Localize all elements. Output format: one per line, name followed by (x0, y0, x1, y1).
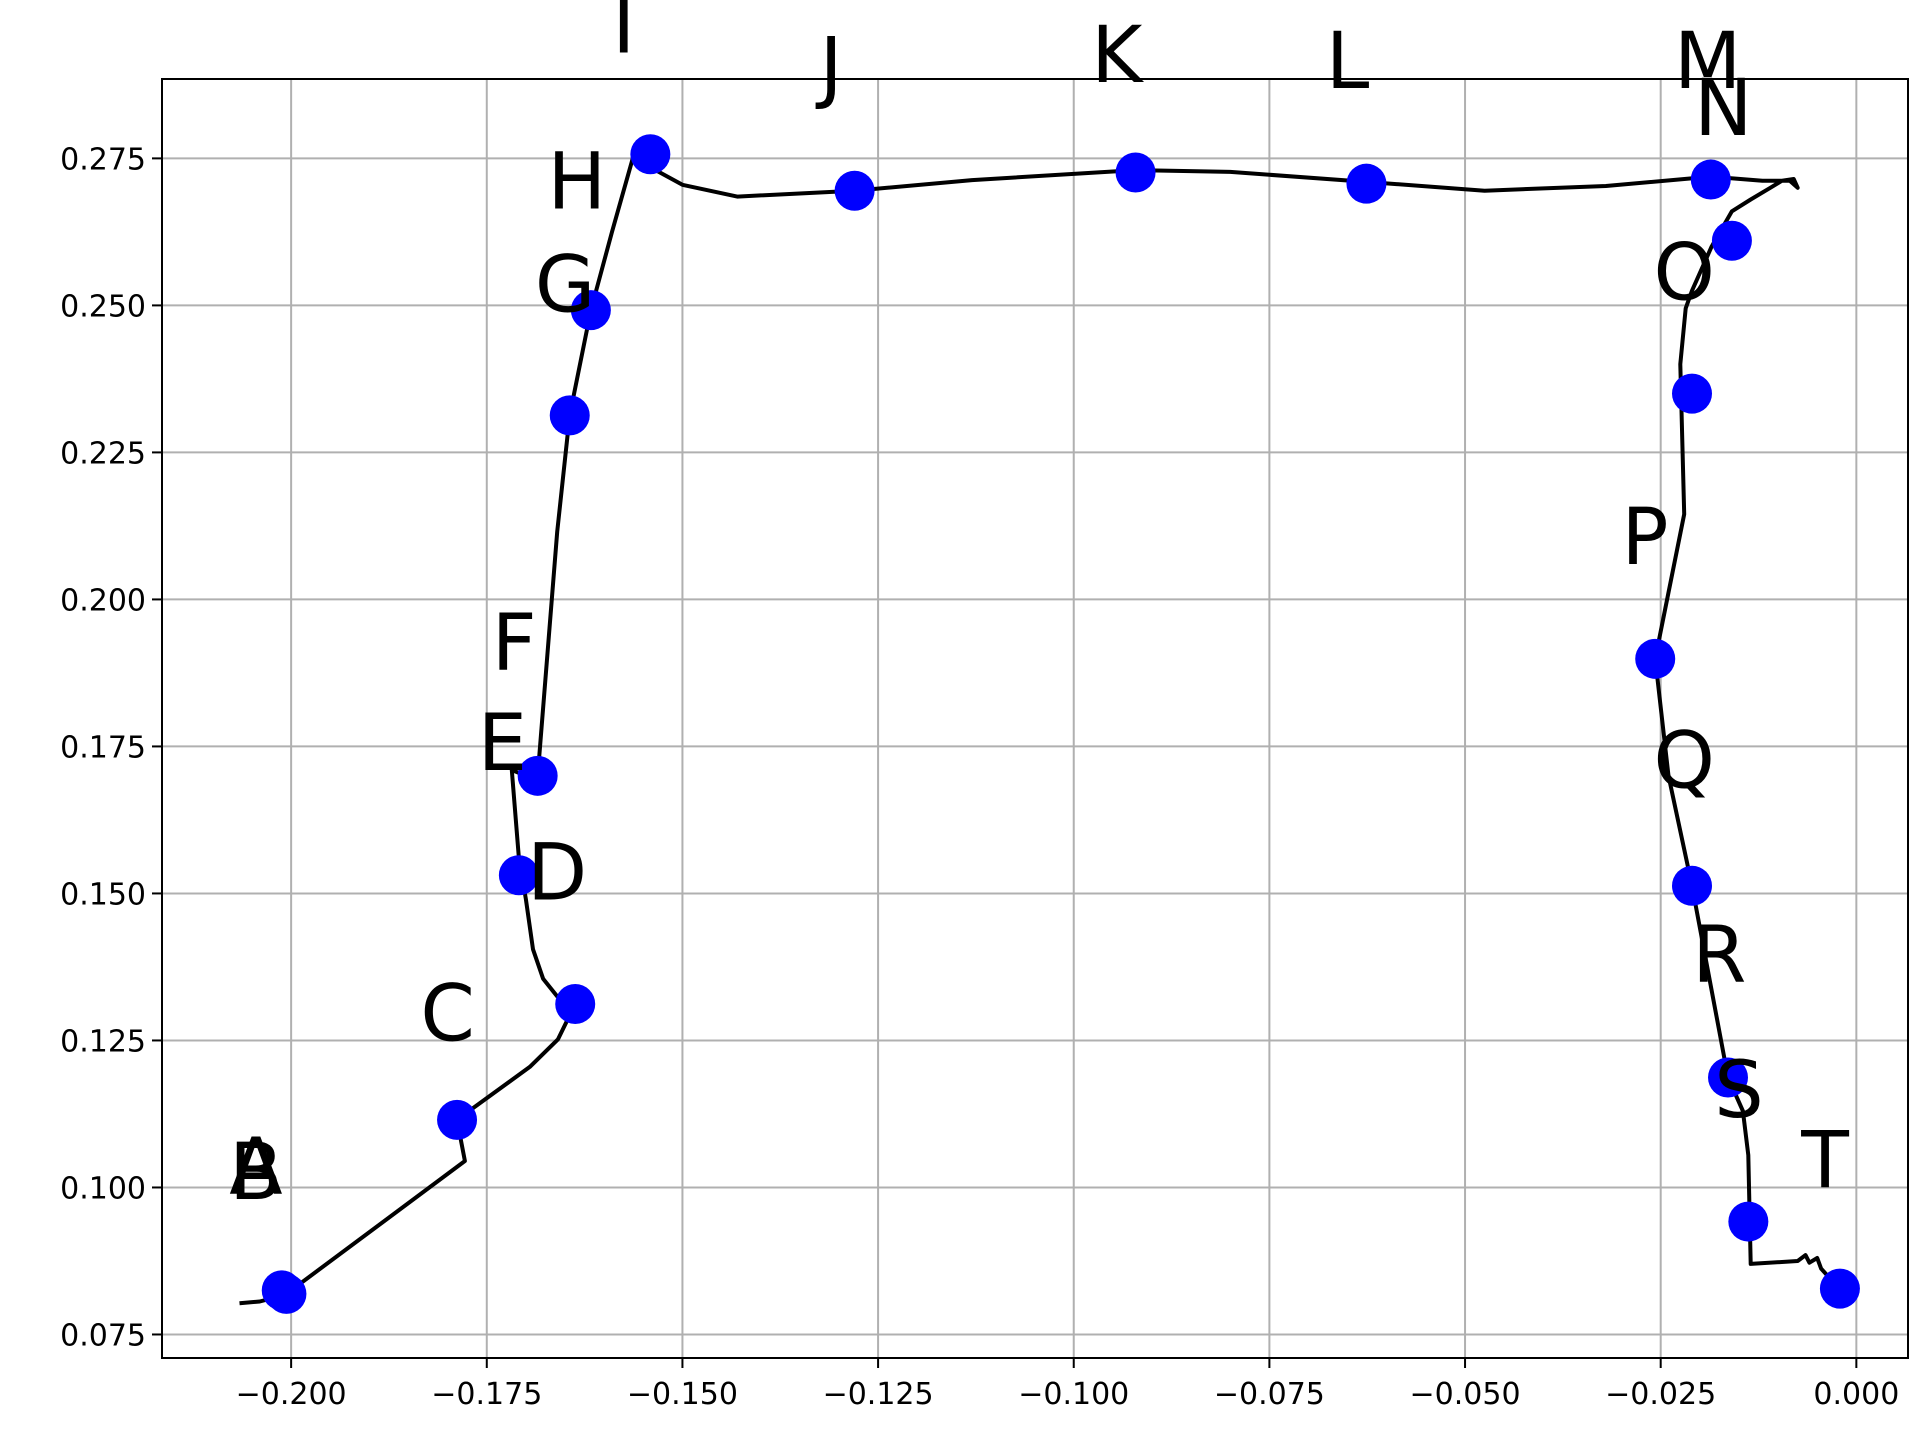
point-t (1819, 1268, 1860, 1309)
point-r (1708, 1057, 1748, 1098)
point-g (570, 290, 611, 331)
point-label-m: M (1674, 17, 1741, 107)
point-f (517, 755, 558, 796)
x-tick-label: 0.000 (1813, 1377, 1899, 1412)
x-tick-label: −0.050 (1410, 1377, 1521, 1412)
point-label-g: G (535, 240, 595, 330)
point-label-f: F (492, 599, 537, 689)
point-label-d: D (527, 828, 587, 918)
point-label-q: Q (1653, 717, 1714, 807)
data-points (261, 134, 1860, 1314)
point-p (1635, 638, 1676, 679)
point-m (1690, 159, 1731, 200)
y-tick-label: 0.175 (60, 730, 146, 765)
point-d (555, 983, 596, 1024)
point-n (1711, 220, 1752, 261)
point-label-k: K (1091, 11, 1144, 101)
point-b (266, 1273, 307, 1314)
x-axis: −0.200 −0.175 −0.150 −0.125 −0.100 −0.075 −0.0… (236, 1358, 1899, 1412)
x-tick-label: −0.150 (627, 1377, 738, 1412)
x-tick-label: −0.075 (1214, 1377, 1325, 1412)
point-label-h: H (547, 137, 606, 227)
point-q (1672, 865, 1712, 906)
point-label-l: L (1326, 17, 1370, 107)
y-tick-label: 0.100 (60, 1171, 146, 1206)
y-tick-label: 0.200 (60, 583, 146, 618)
point-i (630, 134, 671, 175)
x-tick-label: −0.125 (823, 1377, 934, 1412)
point-label-p: P (1622, 493, 1669, 583)
point-label-e: E (478, 699, 527, 789)
x-tick-label: −0.025 (1605, 1377, 1716, 1412)
y-tick-label: 0.250 (60, 289, 146, 324)
y-tick-label: 0.125 (60, 1024, 146, 1059)
x-tick-label: −0.200 (236, 1377, 347, 1412)
y-tick-label: 0.275 (60, 142, 146, 177)
point-label-s: S (1714, 1046, 1764, 1136)
point-h (549, 395, 590, 436)
point-label-t: T (1800, 1116, 1849, 1206)
point-o (1672, 373, 1712, 414)
point-e (498, 855, 539, 896)
point-label-n: N (1694, 64, 1752, 154)
point-c (437, 1099, 478, 1140)
point-label-o: O (1653, 229, 1714, 319)
grid (162, 79, 1908, 1358)
y-tick-label: 0.150 (60, 877, 146, 912)
x-tick-label: −0.175 (431, 1377, 542, 1412)
point-l (1346, 163, 1387, 204)
point-label-a: A (229, 1122, 282, 1212)
y-tick-label: 0.075 (60, 1318, 146, 1353)
point-k (1115, 152, 1156, 193)
x-tick-label: −0.100 (1018, 1377, 1129, 1412)
point-label-b: B (229, 1128, 283, 1218)
y-tick-label: 0.225 (60, 436, 146, 471)
point-label-i: I (612, 0, 635, 72)
point-j (834, 170, 875, 211)
point-label-r: R (1692, 911, 1746, 1001)
point-s (1728, 1201, 1769, 1242)
point-label-j: J (815, 23, 843, 113)
point-label-c: C (420, 969, 474, 1059)
y-axis: 0.075 0.100 0.125 0.150 0.175 0.200 0.225 0.250… (60, 142, 162, 1353)
axes-frame (161, 78, 1909, 1359)
